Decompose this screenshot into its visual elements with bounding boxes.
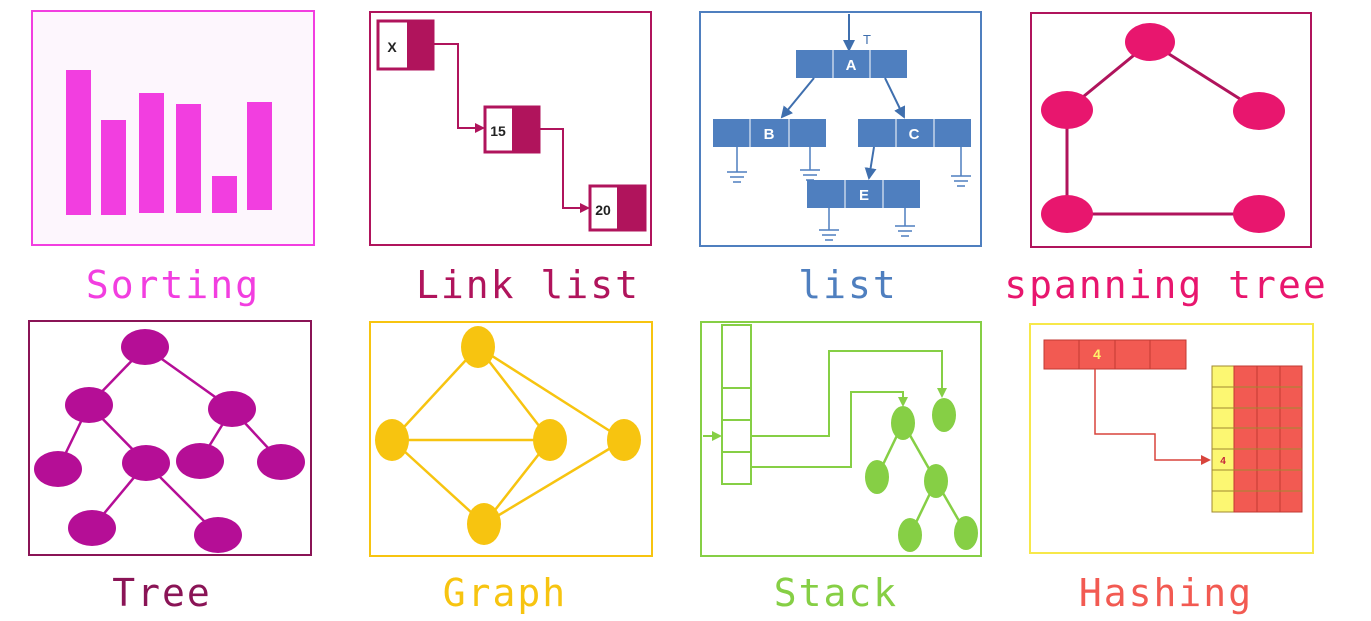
stack-tree-node bbox=[891, 406, 915, 440]
linklist-caption: Link list bbox=[416, 263, 640, 307]
graph-caption: Graph bbox=[443, 571, 567, 615]
stack-link bbox=[751, 391, 908, 468]
graph-node bbox=[533, 419, 567, 461]
spanning-node bbox=[1233, 92, 1285, 130]
sorting-bar bbox=[212, 176, 237, 213]
stack-frame bbox=[700, 321, 982, 557]
tree-node bbox=[34, 451, 82, 487]
sorting-bar bbox=[139, 93, 164, 213]
graph-node bbox=[607, 419, 641, 461]
spanning-node bbox=[1041, 195, 1093, 233]
linklist-node-label: X bbox=[387, 39, 397, 55]
list-caption: list bbox=[798, 263, 898, 307]
sorting-bar bbox=[247, 102, 272, 210]
stack-panel: Stack bbox=[700, 321, 982, 615]
list-pointer bbox=[864, 146, 877, 180]
hashing-key-array: 4 bbox=[1043, 339, 1187, 370]
tree-node bbox=[122, 445, 170, 481]
hashing-pointer bbox=[1094, 369, 1211, 465]
linklist-pointer bbox=[433, 43, 485, 133]
tree-node bbox=[176, 443, 224, 479]
graph-edge bbox=[477, 346, 551, 441]
linklist-node-label: 20 bbox=[595, 202, 611, 218]
linklist-node: 20 bbox=[588, 184, 647, 232]
stack-tree-node bbox=[932, 398, 956, 432]
list-node: B bbox=[713, 119, 826, 147]
stack-link bbox=[751, 350, 947, 437]
stack-tree-node bbox=[898, 518, 922, 552]
tree-node bbox=[257, 444, 305, 480]
hashing-key-value: 4 bbox=[1093, 346, 1101, 362]
list-node-label: B bbox=[764, 126, 775, 143]
linklist-panel: X 15 20 Link list bbox=[369, 11, 652, 307]
spanning-node bbox=[1041, 91, 1093, 129]
list-node-label: C bbox=[909, 126, 920, 143]
graph-node bbox=[375, 419, 409, 461]
list-node: E bbox=[807, 180, 920, 208]
list-node-label: A bbox=[846, 57, 857, 74]
graph-panel: Graph bbox=[369, 321, 653, 615]
sorting-panel: Sorting bbox=[31, 10, 315, 307]
spanning-node bbox=[1233, 195, 1285, 233]
hashing-table-value: 4 bbox=[1220, 456, 1226, 467]
list-pointer bbox=[780, 77, 815, 119]
list-node: A bbox=[796, 50, 907, 78]
list-null-symbols bbox=[727, 147, 971, 241]
linklist-node: 15 bbox=[483, 105, 541, 154]
graph-node bbox=[467, 503, 501, 545]
list-node-label: E bbox=[859, 187, 869, 204]
graph-node bbox=[461, 326, 495, 368]
tree-caption: Tree bbox=[112, 571, 212, 615]
sorting-bar bbox=[66, 70, 91, 215]
tree-node bbox=[65, 387, 113, 423]
hashing-table: 4 bbox=[1211, 365, 1303, 513]
sorting-bar bbox=[101, 120, 126, 215]
graph-edge bbox=[483, 438, 625, 526]
tree-node bbox=[208, 391, 256, 427]
hashing-caption: Hashing bbox=[1079, 571, 1253, 615]
list-pointer bbox=[884, 77, 906, 119]
sorting-caption: Sorting bbox=[86, 263, 260, 307]
linklist-node: X bbox=[376, 19, 435, 71]
stack-column bbox=[721, 324, 752, 485]
list-root-tag: T bbox=[863, 32, 871, 47]
tree-node bbox=[194, 517, 242, 553]
stack-tree-node bbox=[865, 460, 889, 494]
linklist-node-label: 15 bbox=[490, 123, 506, 139]
spanning-panel: spanning tree bbox=[1004, 12, 1327, 307]
graph-edge bbox=[391, 439, 485, 525]
stack-caption: Stack bbox=[774, 571, 898, 615]
tree-node bbox=[121, 329, 169, 365]
hashing-panel: 4 4 Hashing bbox=[1029, 323, 1314, 615]
tree-node bbox=[68, 510, 116, 546]
graph-edge bbox=[477, 345, 625, 442]
list-node: C bbox=[858, 119, 971, 147]
graph-edge bbox=[391, 346, 479, 441]
list-panel: T A B C E bbox=[699, 11, 982, 307]
spanning-node bbox=[1125, 23, 1175, 61]
stack-tree-node bbox=[924, 464, 948, 498]
sorting-bar bbox=[176, 104, 201, 213]
stack-tree-node bbox=[954, 516, 978, 550]
tree-panel: Tree bbox=[28, 320, 312, 615]
linklist-pointer bbox=[539, 128, 590, 213]
spanning-caption: spanning tree bbox=[1004, 263, 1327, 307]
